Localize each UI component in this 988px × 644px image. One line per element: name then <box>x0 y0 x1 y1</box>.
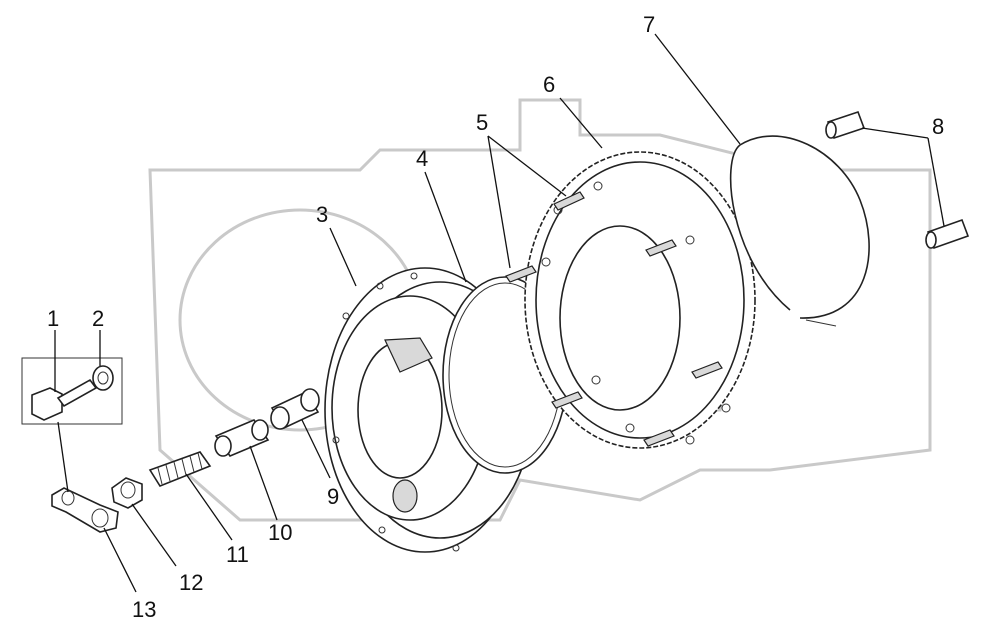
part-studs <box>505 191 723 447</box>
part-spring <box>148 451 212 487</box>
callout-11: 11 <box>226 542 249 567</box>
callout-labels: 1 2 3 4 5 6 7 8 9 10 11 12 13 <box>47 12 944 622</box>
callout-9: 9 <box>327 484 339 509</box>
part-pins <box>825 110 970 250</box>
callout-12: 12 <box>179 570 203 595</box>
part-plunger <box>214 419 270 457</box>
callout-5: 5 <box>476 110 488 135</box>
callout-10: 10 <box>268 520 292 545</box>
callout-8: 8 <box>932 114 944 139</box>
part-bushing <box>270 388 320 430</box>
callout-1: 1 <box>47 306 59 331</box>
callout-3: 3 <box>316 202 328 227</box>
callout-7: 7 <box>643 12 655 37</box>
callout-13: 13 <box>132 597 156 622</box>
callout-2: 2 <box>92 306 104 331</box>
part-snap-ring <box>729 135 870 327</box>
part-cap <box>111 477 143 509</box>
leader-lines <box>54 33 945 593</box>
callout-6: 6 <box>543 72 555 97</box>
part-washer <box>92 365 114 391</box>
part-bolt <box>21 357 123 425</box>
part-lock-plate <box>51 487 119 533</box>
callout-4: 4 <box>416 146 428 171</box>
